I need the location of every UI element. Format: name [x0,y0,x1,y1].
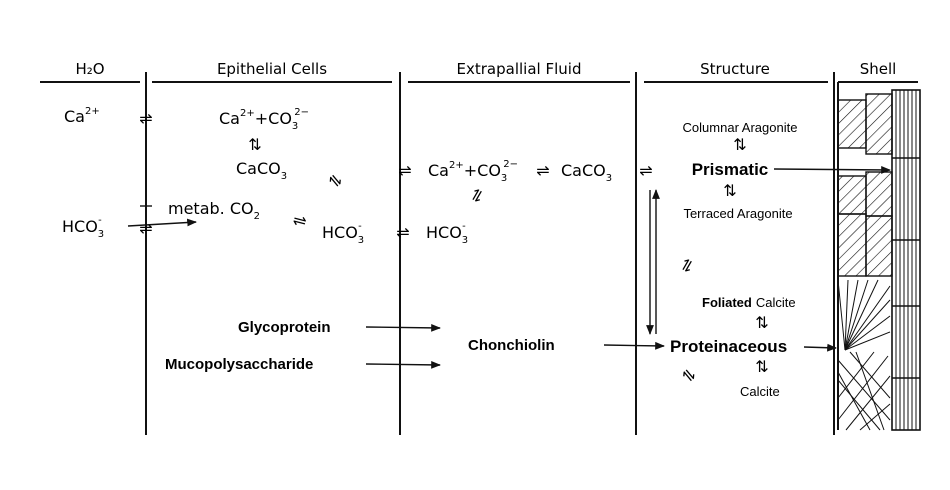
extrapallial-ca-co3: Ca2++CO32− [428,159,518,184]
proteinaceous-label: Proteinaceous [670,337,787,356]
arrow-hco3-to-metab [127,218,197,227]
equilibrium-caco3-prismatic: ⇌ [639,161,652,180]
header-shell: Shell [860,60,897,78]
epithelial-ca-co3: Ca2++CO32− [219,107,309,132]
equilibrium-diagonal-low: ⇌ [678,364,701,386]
equilibrium-prismatic-terraced: ⇅ [723,181,736,200]
prismatic-label: Prismatic [692,160,769,179]
epithelial-bicarbonate: HCO3- [322,221,364,246]
equilibrium-proteinaceous-calcite: ⇅ [755,357,768,376]
equilibrium-epithelial-diagonal: ⇌ [324,169,347,191]
header-epithelial-cells: Epithelial Cells [217,60,327,78]
svg-text:HCO3-: HCO3- [62,215,104,240]
svg-text:Ca2++CO32−: Ca2++CO32− [219,107,309,132]
arrow-mucopolysaccharide [365,360,441,369]
header-extrapallial-fluid: Extrapallial Fluid [457,60,582,78]
svg-text:metab. CO2: metab. CO2 [168,199,260,222]
arrow-glycoprotein [365,323,441,332]
terraced-aragonite-label: Terraced Aragonite [683,206,792,221]
equilibrium-epi-extra-hco3: ⇌ [396,223,409,242]
epithelial-caco3: CaCO3 [236,159,287,182]
columnar-aragonite-label: Columnar Aragonite [683,120,798,135]
extrapallial-caco3: CaCO3 [561,161,612,184]
arrow-prismatic-to-shell [773,166,891,174]
extrapallial-bicarbonate: HCO3- [426,221,468,246]
equilibrium-diagonal-mid: ⇌ [675,255,698,276]
equilibrium-columnar-prismatic: ⇅ [733,135,746,154]
equilibrium-foliated-proteinaceous: ⇅ [755,313,768,332]
equilibrium-metab-hco3: ⇌ [291,210,309,232]
equilibrium-water-ca: ⇌ [139,109,152,128]
equilibrium-water-hco3: ⇌ [139,219,152,238]
glycoprotein-label: Glycoprotein [238,319,331,336]
mucopolysaccharide-label: Mucopolysaccharide [165,356,313,373]
shell-cross-section [837,82,921,431]
arrow-proteinaceous-to-shell [803,343,837,352]
equilibrium-epithelial-vertical: ⇅ [248,135,261,154]
equilibrium-hco3-co3: ⇌ [465,185,488,206]
svg-text:CaCO3: CaCO3 [236,159,287,182]
equilibrium-epi-extra-ca: ⇌ [398,161,411,180]
header-structure: Structure [700,60,770,78]
svg-text:Ca2+: Ca2+ [64,106,100,126]
svg-text:CaCO3: CaCO3 [561,161,612,184]
svg-text:Ca2++CO32−: Ca2++CO32− [428,159,518,184]
water-bicarbonate-ion: HCO3- [62,215,104,240]
metabolic-co2: metab. CO2 [168,199,260,222]
chonchiolin-label: Chonchiolin [468,337,555,354]
svg-text:HCO3-: HCO3- [426,221,468,246]
svg-text:HCO3-: HCO3- [322,221,364,246]
equilibrium-co3-caco3: ⇌ [536,161,549,180]
water-calcium-ion: Ca2+ [64,106,100,126]
header-water: H₂O [75,60,104,78]
arrow-chonchiolin [603,341,665,350]
calcite-label: Calcite [740,384,780,399]
column-dividers [145,72,835,435]
